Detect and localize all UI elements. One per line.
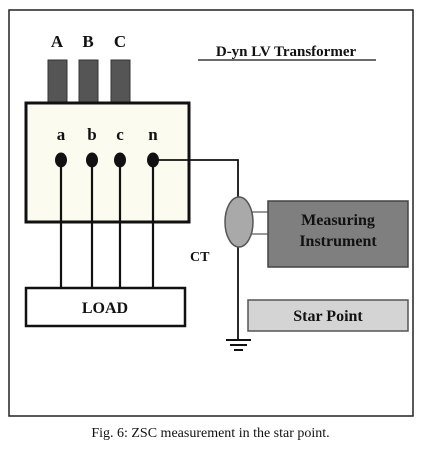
terminal-dot-b [86, 152, 98, 168]
terminal-dot-n [147, 152, 159, 168]
current-transformer [224, 196, 254, 248]
diagram-title: D-yn LV Transformer [216, 44, 357, 60]
figure-caption: Fig. 6: ZSC measurement in the star poin… [91, 426, 330, 441]
star-point-box [247, 299, 409, 332]
star-point-label: Star Point [293, 308, 363, 325]
load-box [24, 286, 187, 328]
lv-label-a: a [57, 125, 66, 144]
hv-label-a: A [51, 32, 64, 51]
hv-label-c: C [114, 32, 126, 51]
neutral-to-ct-wire [153, 159, 239, 198]
load-label: LOAD [82, 300, 128, 317]
transformer-tank [24, 101, 191, 224]
ground-icon [226, 339, 251, 351]
outer-frame [8, 9, 414, 417]
hv-bushing-a [47, 59, 68, 104]
measuring-instrument [267, 200, 409, 268]
terminal-dot-c [114, 152, 126, 168]
ct-label: CT [190, 250, 210, 265]
terminal-dot-a [55, 152, 67, 168]
instrument-label-line1: Measuring [301, 212, 375, 229]
lv-label-c: c [116, 125, 124, 144]
hv-bushing-b [78, 59, 99, 104]
hv-bushing-c [110, 59, 131, 104]
instrument-label-line2: Instrument [299, 233, 377, 250]
lv-label-n: n [148, 125, 158, 144]
lv-label-b: b [87, 125, 96, 144]
hv-label-b: B [82, 32, 93, 51]
